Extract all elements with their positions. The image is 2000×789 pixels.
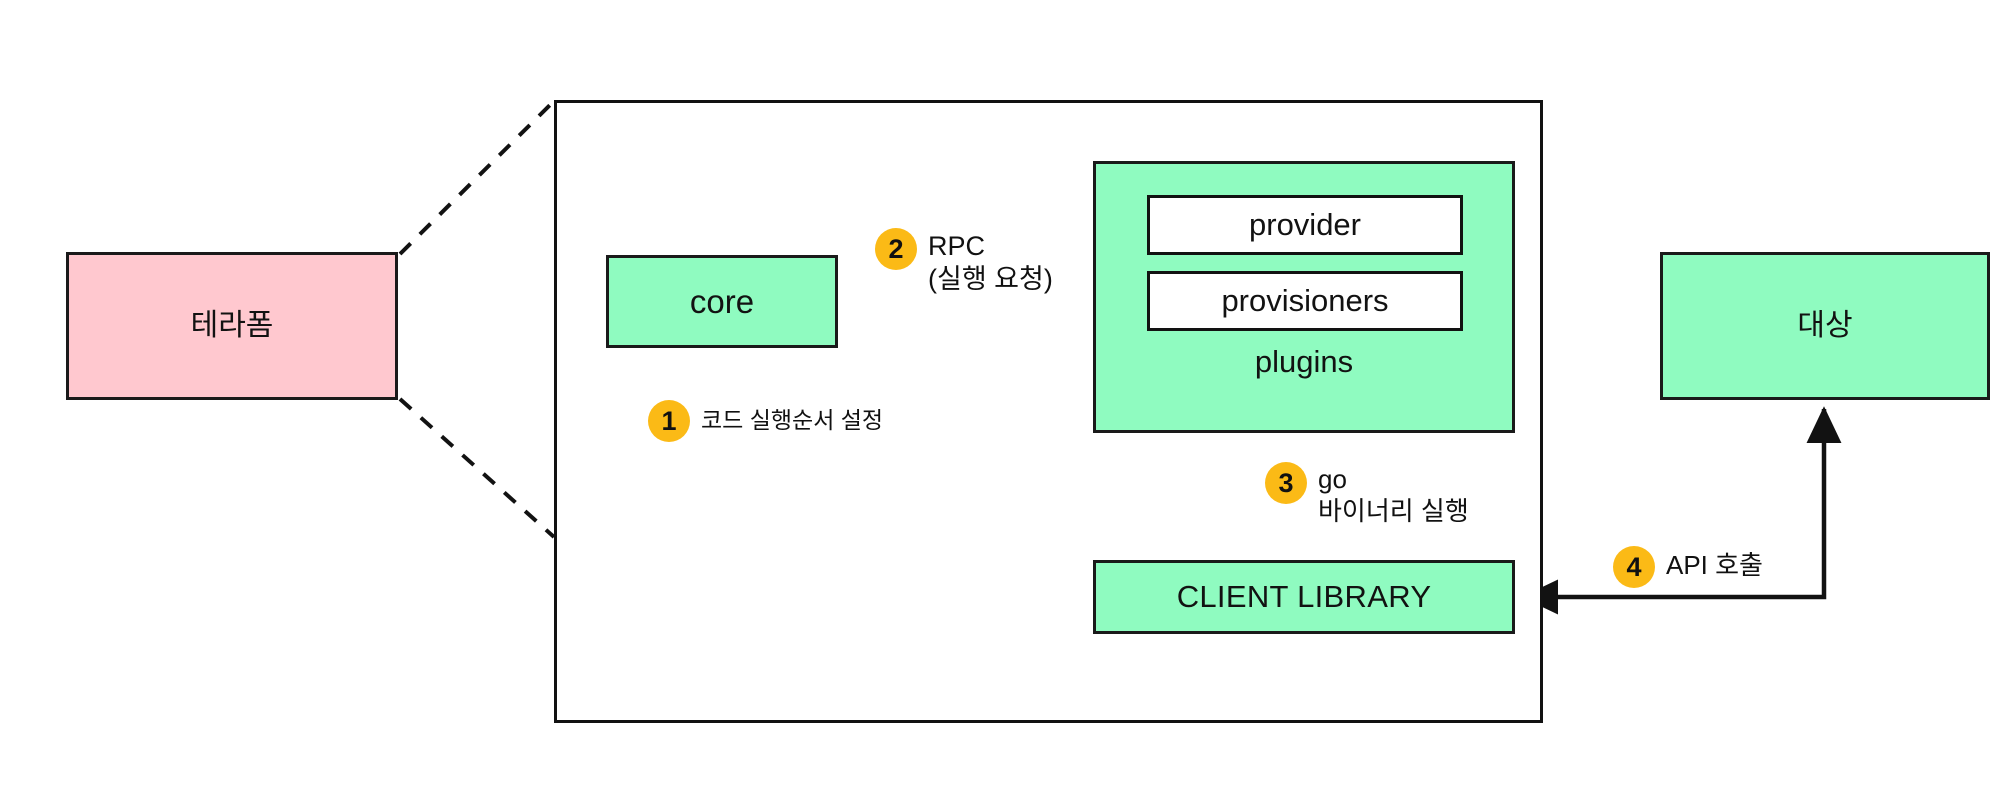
node-core[interactable]: core bbox=[606, 255, 838, 348]
node-provider[interactable]: provider bbox=[1147, 195, 1463, 255]
node-client-library[interactable]: CLIENT LIBRARY bbox=[1093, 560, 1515, 634]
step-text-4: API 호출 bbox=[1666, 550, 1763, 580]
step-callout-3: 3 go 바이너리 실행 bbox=[1265, 462, 1469, 527]
node-provisioners[interactable]: provisioners bbox=[1147, 271, 1463, 331]
step-text-2: RPC (실행 요청) bbox=[928, 231, 1053, 294]
node-core-label: core bbox=[689, 282, 755, 320]
step-badge-2: 2 bbox=[875, 228, 917, 270]
node-provider-label: provider bbox=[1249, 207, 1361, 243]
node-plugins[interactable]: provider provisioners plugins bbox=[1093, 161, 1515, 433]
step-text-1: 코드 실행순서 설정 bbox=[701, 407, 884, 433]
node-target[interactable]: 대상 bbox=[1660, 252, 1990, 400]
node-provisioners-label: provisioners bbox=[1221, 283, 1389, 319]
plugins-inner: provider provisioners plugins bbox=[1096, 164, 1512, 430]
node-plugins-caption: plugins bbox=[1254, 344, 1354, 379]
step-callout-1: 1 코드 실행순서 설정 bbox=[648, 400, 883, 442]
step-text-3: go 바이너리 실행 bbox=[1318, 464, 1469, 526]
node-client-library-label: CLIENT LIBRARY bbox=[1176, 579, 1432, 615]
step-badge-1: 1 bbox=[648, 400, 690, 442]
node-terraform-label: 테라폼 bbox=[190, 308, 274, 342]
step-callout-4: 4 API 호출 bbox=[1613, 546, 1763, 588]
step-badge-3: 3 bbox=[1265, 462, 1307, 504]
node-terraform[interactable]: 테라폼 bbox=[66, 252, 398, 400]
node-target-label: 대상 bbox=[1797, 308, 1853, 342]
step-badge-4: 4 bbox=[1613, 546, 1655, 588]
dashed-leader-top bbox=[398, 99, 556, 256]
dashed-leader-bottom bbox=[398, 397, 556, 539]
step-callout-2: 2 RPC (실행 요청) bbox=[875, 228, 1053, 296]
